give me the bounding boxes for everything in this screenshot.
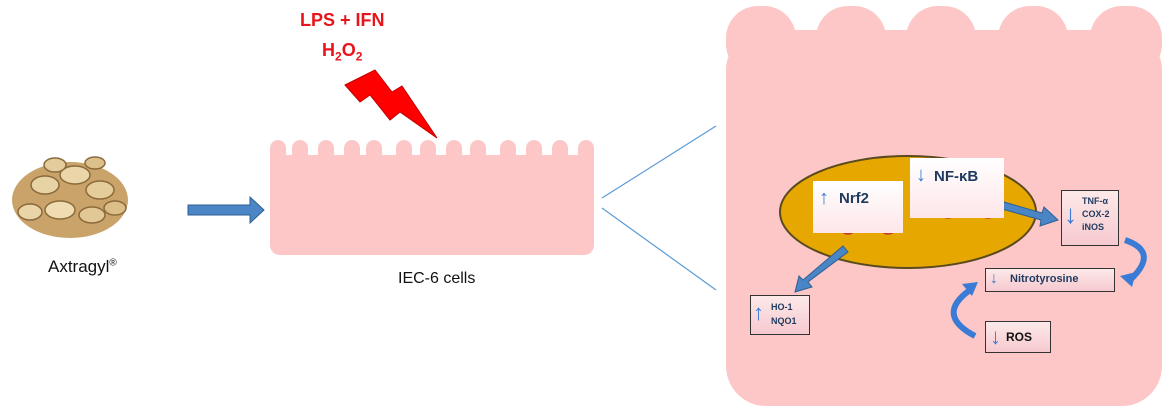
herb-slices-image xyxy=(12,156,128,238)
stimulus-h2o2: H2O2 xyxy=(322,40,363,64)
curve-arrowhead-1 xyxy=(1120,272,1136,287)
cytokine-inos: iNOS xyxy=(1082,222,1105,232)
nfkb-label: NF-κB xyxy=(934,168,979,185)
zoom-line-bottom xyxy=(601,207,717,291)
treatment-arrow xyxy=(187,195,265,225)
up-arrow-icon: ↑ xyxy=(819,187,829,209)
stimulus-lps-ifn: LPS + IFN xyxy=(300,10,385,30)
zoom-line-top xyxy=(601,125,717,199)
cytokines-box: ↓ TNF-α COX-2 iNOS xyxy=(1061,190,1119,246)
cell-monolayer xyxy=(270,140,594,255)
nfkb-box: ↓ NF-κB xyxy=(910,158,1004,218)
down-arrow-icon: ↓ xyxy=(990,324,1001,349)
nitrotyrosine-label: Nitrotyrosine xyxy=(1010,273,1079,285)
antioxidant-ho1: HO-1 xyxy=(771,302,793,312)
down-arrow-icon: ↓ xyxy=(990,270,998,287)
nrf2-to-antioxidants-arrow xyxy=(794,245,849,293)
nfkb-to-cytokines-arrow xyxy=(1001,201,1059,227)
antioxidant-nqo1: NQO1 xyxy=(771,316,797,326)
up-arrow-icon: ↑ xyxy=(753,300,764,325)
lightning-bolt-icon xyxy=(344,69,438,139)
cells-label: IEC-6 cells xyxy=(398,270,476,287)
cytokine-cox2: COX-2 xyxy=(1082,209,1110,219)
down-arrow-icon: ↓ xyxy=(916,164,926,186)
nitrotyrosine-box: ↓ Nitrotyrosine xyxy=(985,268,1115,292)
ros-box: ↓ ROS xyxy=(985,321,1051,353)
cytokine-tnf: TNF-α xyxy=(1082,196,1109,206)
product-label: Axtragyl® xyxy=(48,257,117,276)
nrf2-label: Nrf2 xyxy=(839,190,870,207)
nrf2-box: ↑ Nrf2 xyxy=(813,181,903,233)
ros-label: ROS xyxy=(1006,330,1033,344)
antioxidants-box: ↑ HO-1 NQO1 xyxy=(750,295,810,335)
down-arrow-icon: ↓ xyxy=(1064,199,1077,229)
curve-arrowhead-2 xyxy=(962,282,978,296)
ros-to-nitrotyrosine-arrow xyxy=(950,287,977,339)
